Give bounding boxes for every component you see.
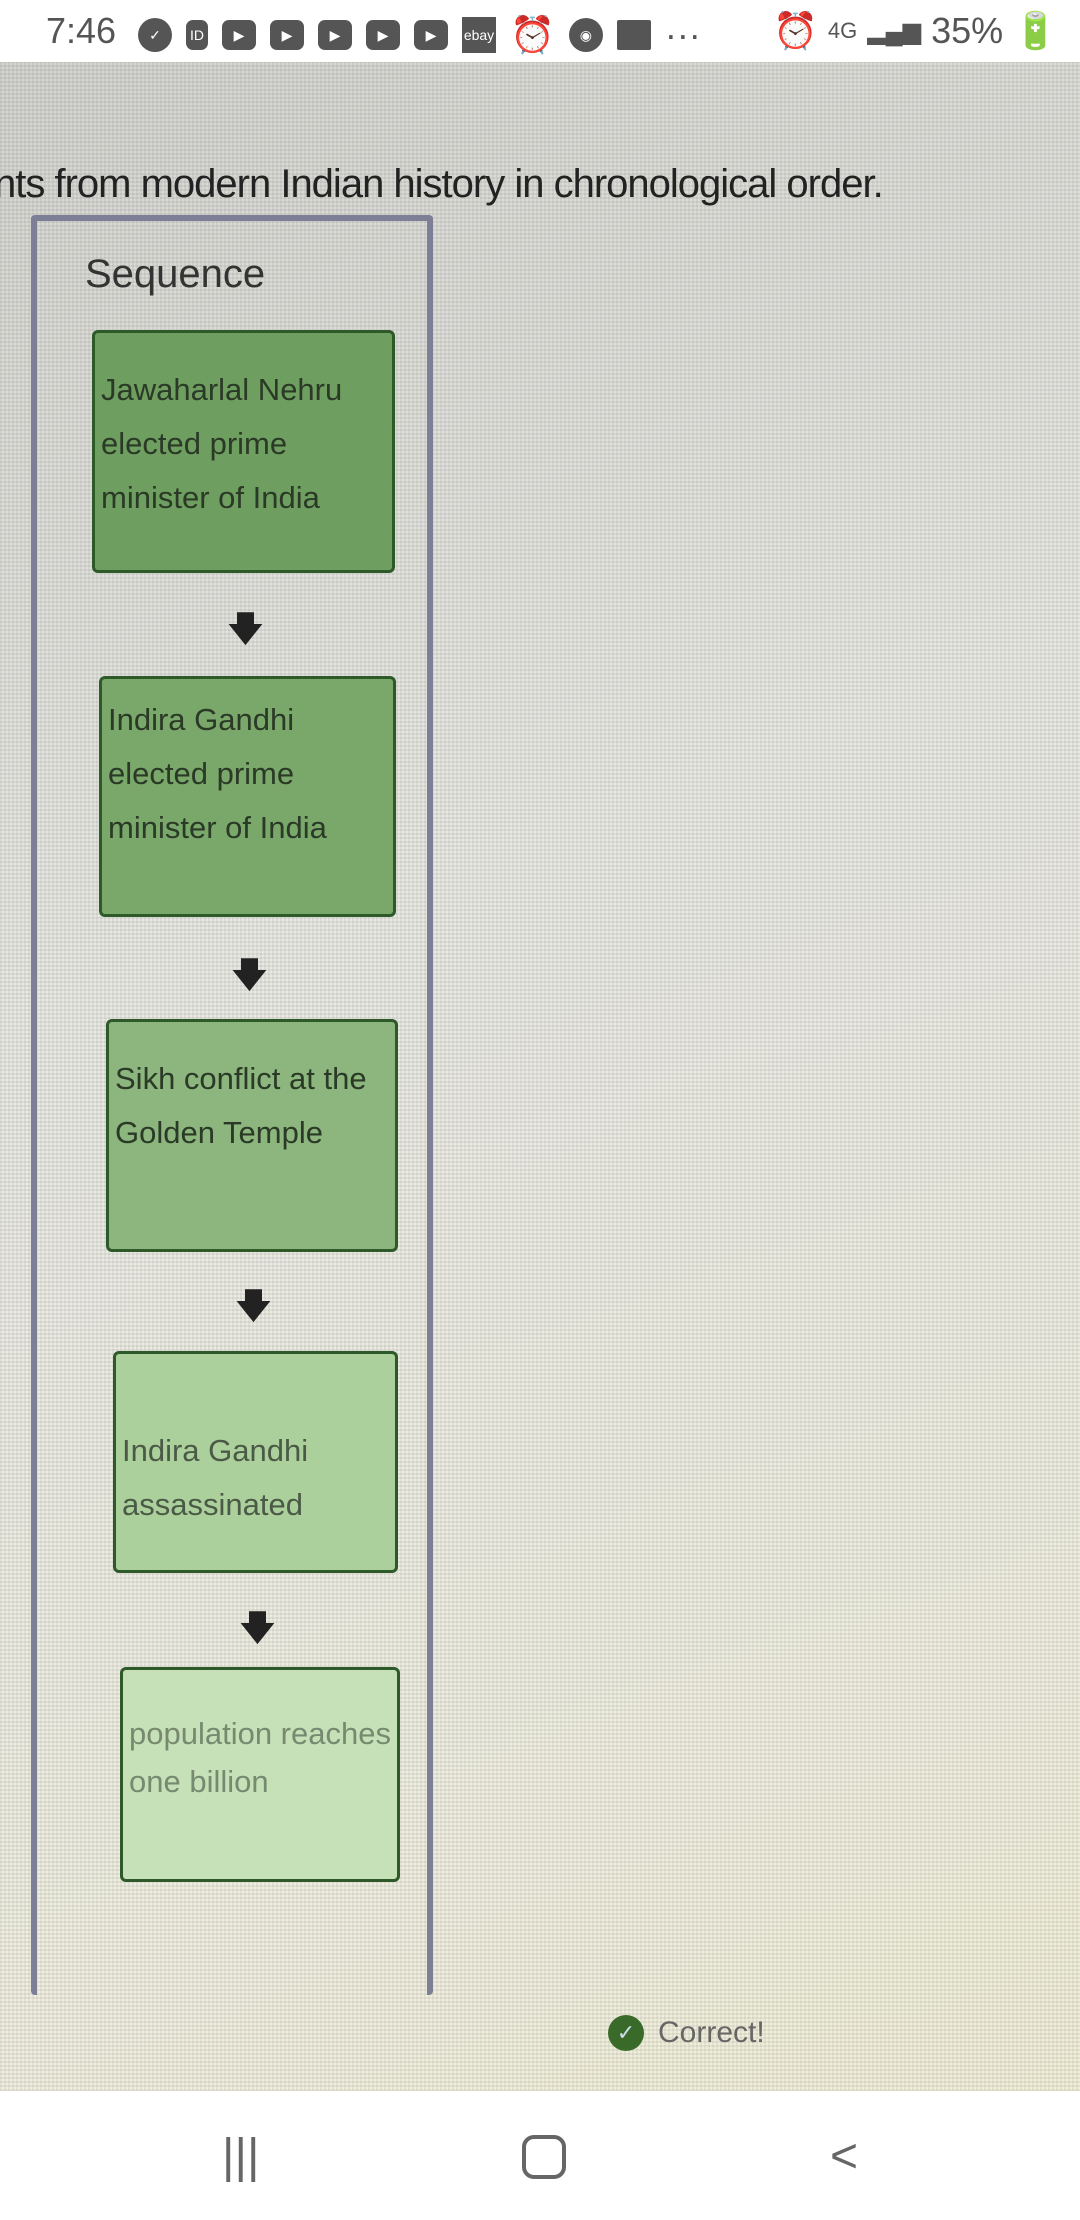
status-bar: 7:46 ✓ ID ▶ ▶ ▶ ▶ ▶ ebay ⏰ ◉ ··· ⏰ 4G ▂▄… xyxy=(0,0,1080,62)
sequence-panel xyxy=(31,215,433,1995)
arrow-down-icon: 🡇 xyxy=(236,1287,271,1325)
feedback-label: Correct! xyxy=(658,2016,765,2049)
battery-percent: 35% xyxy=(931,10,1004,51)
network-icon: 4G xyxy=(827,18,858,43)
sequence-item[interactable]: Jawaharlal Nehru elected prime minister … xyxy=(92,330,395,573)
sequence-item[interactable]: Indira Gandhi elected prime minister of … xyxy=(99,676,396,917)
arrow-down-icon: 🡇 xyxy=(240,1609,275,1647)
back-button[interactable]: < xyxy=(830,2130,859,2183)
target-icon: ◉ xyxy=(568,18,603,52)
youtube-icon: ▶ xyxy=(318,20,352,50)
ebay-icon: ebay xyxy=(462,17,496,53)
battery-icon: 🔋 xyxy=(1013,10,1058,51)
youtube-icon: ▶ xyxy=(366,20,400,50)
youtube-icon: ▶ xyxy=(270,20,304,50)
youtube-icon: ▶ xyxy=(222,20,256,50)
sequence-item[interactable]: Indira Gandhi assassinated xyxy=(113,1351,398,1573)
sequence-item[interactable]: Sikh conflict at the Golden Temple xyxy=(106,1019,398,1252)
id-icon: ID xyxy=(186,20,208,50)
home-button[interactable] xyxy=(522,2135,566,2179)
question-text: nts from modern Indian history in chrono… xyxy=(0,162,884,206)
correct-check-icon: ✓ xyxy=(608,2015,644,2051)
navigation-bar: ||| < xyxy=(0,2091,1080,2220)
sequence-heading: Sequence xyxy=(85,252,266,296)
sequence-item[interactable]: population reaches one billion xyxy=(120,1667,400,1882)
check-icon: ✓ xyxy=(138,18,172,52)
signal-icon: ▂▄▆ xyxy=(867,17,922,45)
alarm-icon: ⏰ xyxy=(773,10,818,51)
alarm-icon: ⏰ xyxy=(510,14,555,55)
more-icon: ··· xyxy=(664,14,701,55)
feedback: ✓ Correct! xyxy=(608,2015,765,2051)
arrow-down-icon: 🡇 xyxy=(228,610,263,648)
arrow-down-icon: 🡇 xyxy=(232,956,267,994)
folder-icon xyxy=(616,20,651,50)
recents-button[interactable]: ||| xyxy=(222,2130,260,2183)
youtube-icon: ▶ xyxy=(414,20,448,50)
clock: 7:46 xyxy=(46,10,117,51)
